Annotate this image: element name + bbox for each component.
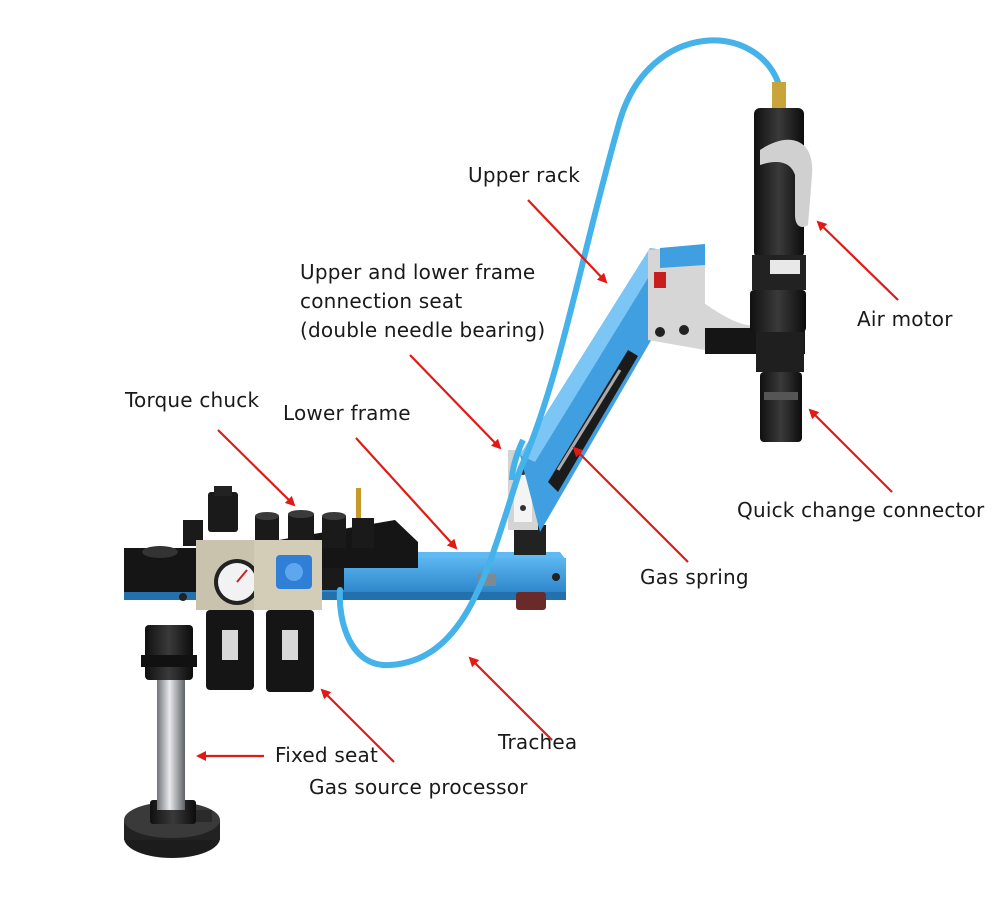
label-fixed-seat: Fixed seat <box>275 743 379 767</box>
support-column <box>141 625 197 810</box>
label-frame-connection-seat: Upper and lower frame connection seat (d… <box>300 258 545 345</box>
label-lower-frame: Lower frame <box>283 401 411 425</box>
label-torque-chuck: Torque chuck <box>125 388 260 412</box>
label-upper-rack: Upper rack <box>468 163 580 187</box>
label-air-motor: Air motor <box>857 307 953 331</box>
label-frame-seat-line-3: (double needle bearing) <box>300 318 546 342</box>
gas-source-processor <box>196 486 344 692</box>
label-quick-change-connector: Quick change connector <box>737 498 985 522</box>
trachea-hose <box>336 37 783 669</box>
label-frame-seat-line-1: Upper and lower frame <box>300 260 536 284</box>
label-trachea: Trachea <box>498 730 578 754</box>
torque-chucks <box>183 488 374 548</box>
label-frame-seat-line-2: connection seat <box>300 289 463 313</box>
callout-arrows <box>196 199 899 763</box>
air-motor <box>750 82 813 442</box>
label-gas-spring: Gas spring <box>640 565 749 589</box>
label-gas-source-processor: Gas source processor <box>309 775 528 799</box>
upper-rack <box>520 244 805 532</box>
